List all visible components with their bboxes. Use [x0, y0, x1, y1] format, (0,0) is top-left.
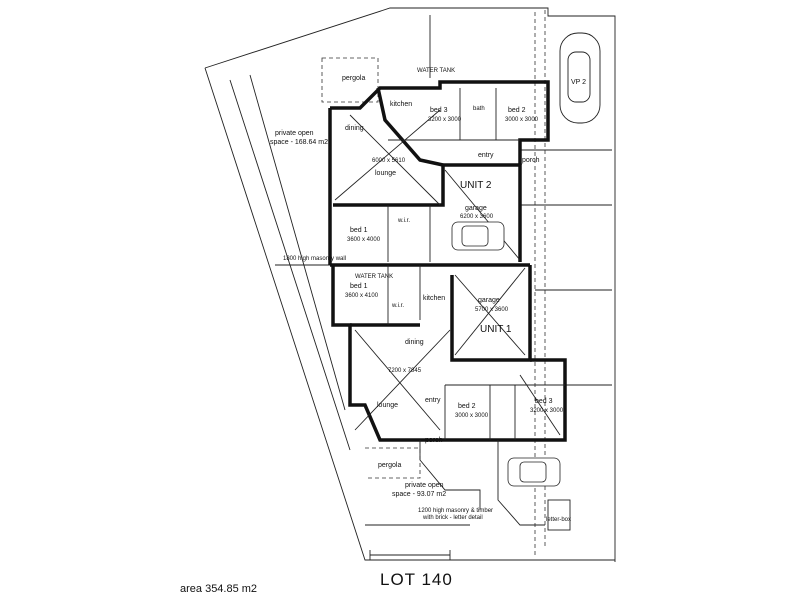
svg-text:1800 high masonry wall: 1800 high masonry wall	[283, 256, 346, 262]
ceiling-lines	[334, 109, 561, 436]
unit1-walls	[331, 265, 567, 442]
svg-text:1200 high masonry & timber: 1200 high masonry & timber	[418, 508, 493, 514]
unit2-walls	[328, 80, 550, 267]
svg-text:entry: entry	[478, 152, 494, 159]
svg-text:bed 2: bed 2	[508, 107, 526, 114]
lot-area: area 354.85 m2	[180, 583, 258, 595]
svg-text:private open: private open	[275, 130, 314, 137]
svg-text:3600 x 4000: 3600 x 4000	[347, 237, 381, 243]
svg-text:5700 x 3600: 5700 x 3600	[475, 307, 509, 313]
car-unit1-driveway	[507, 457, 561, 487]
svg-text:dining: dining	[345, 125, 364, 132]
svg-text:WATER TANK: WATER TANK	[355, 274, 393, 280]
svg-text:7200 x 7845: 7200 x 7845	[388, 368, 422, 374]
svg-text:3200 x 3000: 3200 x 3000	[428, 117, 462, 123]
svg-text:w.i.r.: w.i.r.	[397, 218, 410, 224]
svg-text:space - 168.64 m2: space - 168.64 m2	[270, 139, 328, 146]
svg-text:6000 x 5610: 6000 x 5610	[372, 158, 406, 164]
svg-text:garage: garage	[465, 205, 487, 212]
svg-text:with brick - letter detail: with brick - letter detail	[422, 515, 483, 521]
svg-text:lounge: lounge	[377, 402, 398, 409]
svg-text:3200 x 3000: 3200 x 3000	[530, 408, 564, 414]
svg-text:kitchen: kitchen	[423, 295, 445, 302]
svg-text:bed 2: bed 2	[458, 403, 476, 410]
svg-text:3000 x 3000: 3000 x 3000	[505, 117, 539, 123]
svg-text:letter-box: letter-box	[546, 517, 571, 523]
dimension-lines	[369, 550, 451, 560]
svg-text:dining: dining	[405, 339, 424, 346]
svg-text:private open: private open	[405, 482, 444, 489]
svg-text:entry: entry	[425, 397, 441, 404]
unit1-name: UNIT 1	[480, 324, 512, 335]
svg-text:space - 93.07 m2: space - 93.07 m2	[392, 491, 446, 498]
svg-text:pergola: pergola	[342, 75, 365, 82]
svg-text:porch: porch	[425, 437, 443, 444]
svg-text:bed 3: bed 3	[535, 398, 553, 405]
svg-text:kitchen: kitchen	[390, 101, 412, 108]
lot-title: LOT 140	[380, 570, 453, 589]
unit1-labels: UNIT 1 garage 5700 x 3600 kitchen dining…	[345, 283, 564, 498]
car-unit2	[451, 221, 505, 251]
svg-text:garage: garage	[478, 297, 500, 304]
plan-notes: 1800 high masonry wall WATER TANK WATER …	[283, 68, 571, 523]
svg-text:pergola: pergola	[378, 462, 401, 469]
svg-text:bath: bath	[473, 106, 485, 112]
svg-text:porch: porch	[522, 157, 540, 164]
vp2-label: VP 2	[571, 79, 586, 86]
pergola-unit1: pergola	[365, 440, 481, 526]
svg-text:3000 x 3000: 3000 x 3000	[455, 413, 489, 419]
svg-text:bed 1: bed 1	[350, 283, 368, 290]
unit2-labels: UNIT 2 kitchen dining lounge 6000 x 5610…	[270, 101, 540, 243]
unit2-name: UNIT 2	[460, 180, 492, 191]
svg-text:3600 x 4100: 3600 x 4100	[345, 293, 379, 299]
svg-text:6200 x 3600: 6200 x 3600	[460, 214, 494, 220]
svg-text:bed 3: bed 3	[430, 107, 448, 114]
svg-text:w.i.r.: w.i.r.	[391, 303, 404, 309]
svg-text:bed 1: bed 1	[350, 227, 368, 234]
svg-text:WATER TANK: WATER TANK	[417, 68, 455, 74]
driveway	[497, 440, 571, 531]
pergola-unit2: pergola	[321, 57, 379, 103]
setback-lines	[229, 15, 612, 451]
svg-text:lounge: lounge	[375, 170, 396, 177]
visitor-parking: VP 2	[559, 32, 601, 124]
